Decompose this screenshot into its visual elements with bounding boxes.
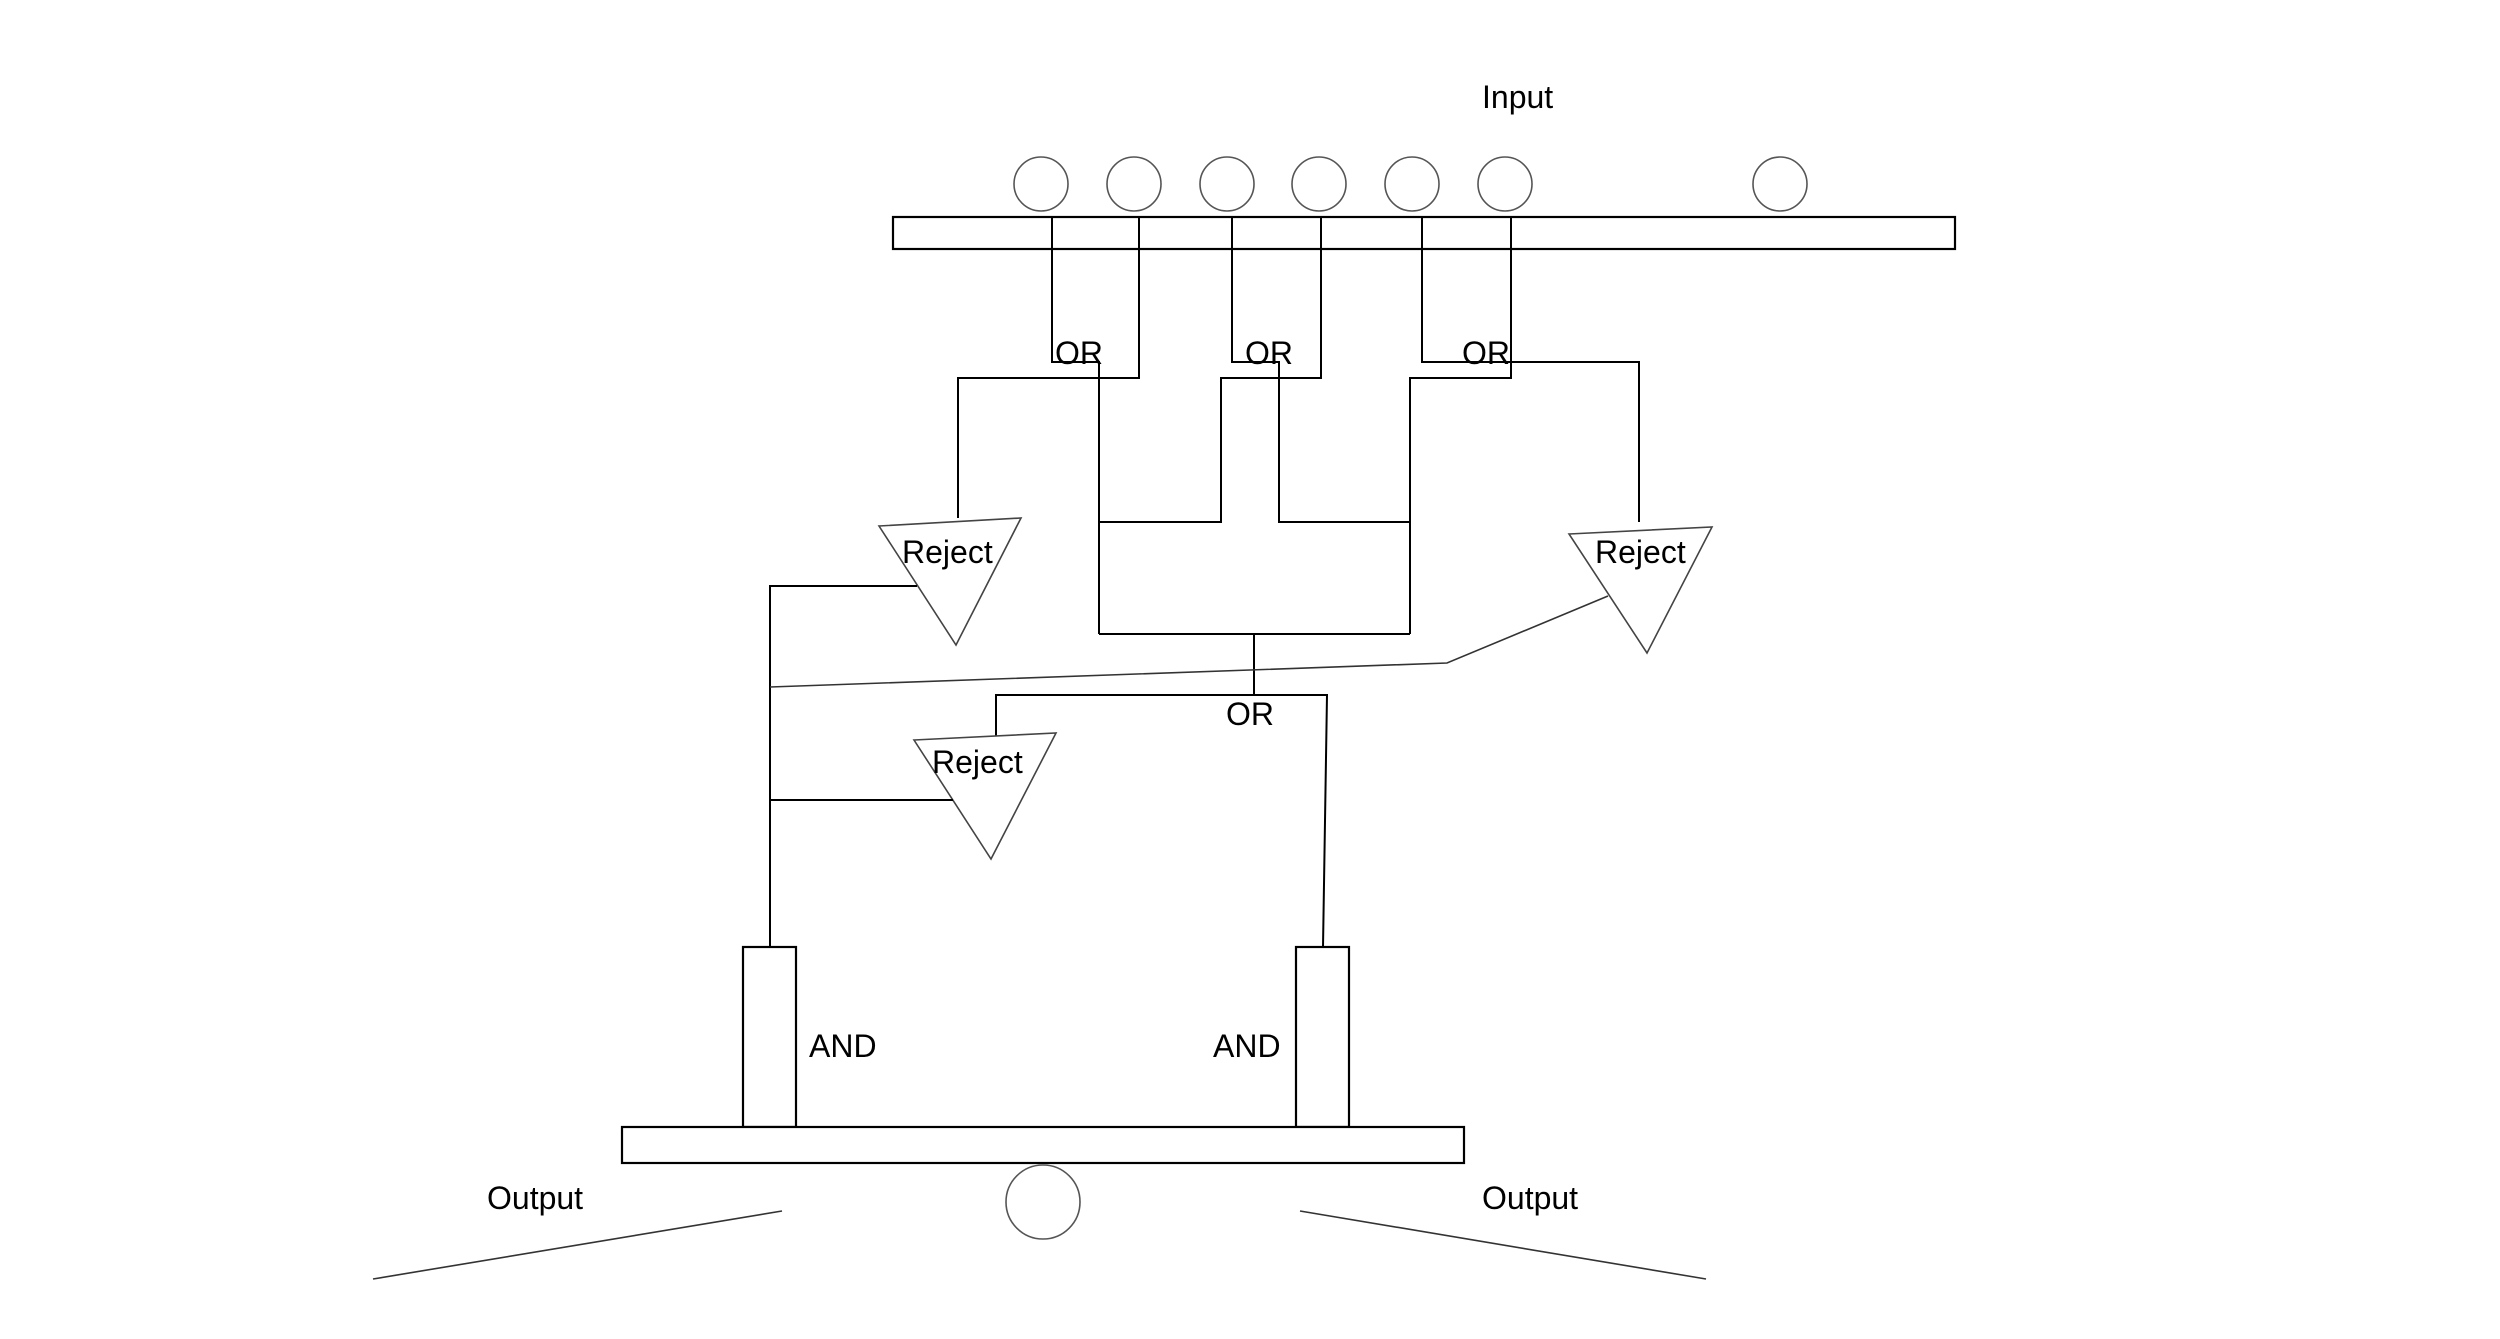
and-gate-1-label: AND (809, 1028, 877, 1064)
and-gate-2-label: AND (1213, 1028, 1281, 1064)
input-node-5[interactable] (1384, 156, 1440, 212)
output-bus-bar[interactable] (620, 1125, 1466, 1165)
input-node-2[interactable] (1106, 156, 1162, 212)
or2-input-b-wire (1099, 217, 1322, 523)
reject-gate-1-label: Reject (902, 534, 993, 570)
and-gate-1[interactable]: AND (741, 945, 877, 1129)
input-node-7[interactable] (1752, 156, 1808, 212)
or1-input-b-wire (957, 217, 1140, 518)
or4-output-wire (995, 694, 1329, 948)
input-node-1[interactable] (1013, 156, 1069, 212)
and-gate-2-shape[interactable] (1294, 945, 1351, 1129)
reject-gate-3-label: Reject (932, 744, 1023, 780)
input-node-4[interactable] (1291, 156, 1347, 212)
reject-gate-1[interactable]: Reject (877, 517, 1023, 647)
or-gate-1-wiring (957, 217, 1140, 634)
and-gate-2[interactable]: AND (1213, 945, 1351, 1129)
or-gate-2-label: OR (1245, 335, 1293, 371)
reject-gate-3[interactable]: Reject (912, 732, 1058, 861)
reject-gate-1-shape[interactable] (877, 517, 1023, 647)
output-left-chute (372, 1210, 783, 1280)
or-gate-3-label: OR (1462, 335, 1510, 371)
reject-gate-2-label: Reject (1595, 534, 1686, 570)
output-left-label: Output (487, 1180, 583, 1216)
output-right-chute (1299, 1210, 1707, 1280)
reject-gate-2-shape[interactable] (1567, 526, 1714, 655)
reject-gate-2[interactable]: Reject (1567, 526, 1714, 655)
or-gate-4-label: OR (1226, 696, 1274, 732)
input-node-3[interactable] (1199, 156, 1255, 212)
input-node-6[interactable] (1477, 156, 1533, 212)
or1-input-a-wire (1051, 217, 1100, 634)
reject-2-output-wire (769, 595, 1609, 688)
or-gate-1-label: OR (1055, 335, 1103, 371)
input-nodes (1013, 156, 1808, 212)
or-gate-3-wiring (1409, 217, 1640, 634)
or2-input-a-wire (1231, 217, 1410, 523)
or3-input-a-wire (1421, 217, 1640, 522)
or-gate-2-wiring (1099, 217, 1410, 523)
reject-1-output-wire (769, 585, 917, 947)
output-right-label: Output (1482, 1180, 1578, 1216)
input-label: Input (1482, 79, 1553, 115)
input-bus-bar[interactable] (891, 215, 1957, 251)
and-gate-1-shape[interactable] (741, 945, 798, 1129)
output-node[interactable] (1005, 1164, 1081, 1240)
or3-input-b-wire (1409, 217, 1512, 634)
